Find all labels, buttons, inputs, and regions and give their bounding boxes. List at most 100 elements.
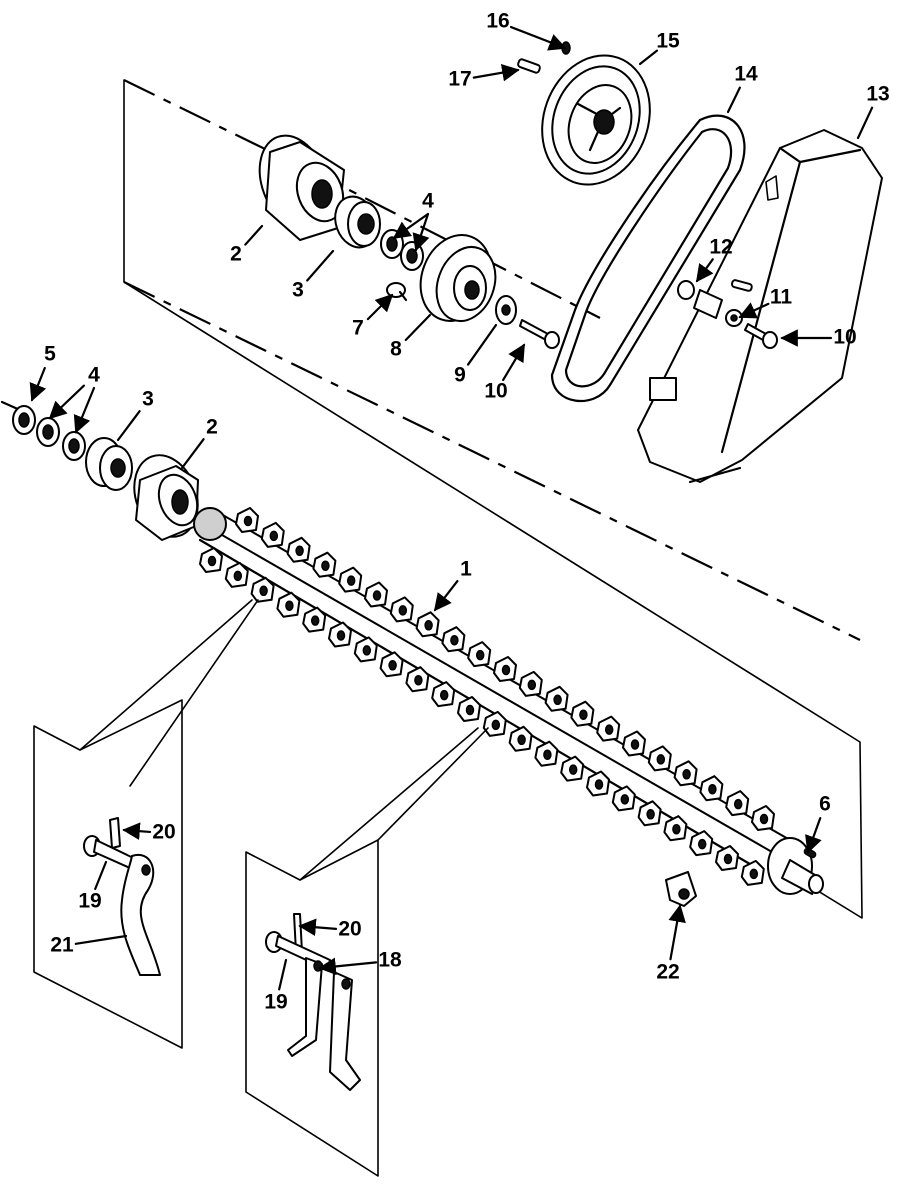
shaft-lug-hole: [336, 630, 346, 641]
leader-line-c6: [805, 817, 822, 854]
leader-line-c10b: [502, 343, 526, 382]
callout-c14: 14: [734, 63, 758, 86]
callout-c8: 8: [390, 338, 402, 361]
callout-c7: 7: [352, 317, 364, 340]
upper-bolt: [519, 319, 560, 349]
detail-inset-left: [33, 599, 259, 1049]
shaft-lug-hole: [723, 853, 733, 865]
left-shaft-end-parts: [0, 400, 199, 541]
callout-c12: 12: [709, 236, 732, 259]
callout-c19b: 19: [264, 991, 287, 1014]
callout-c17: 17: [448, 68, 471, 91]
shaft-lug-hole: [697, 838, 707, 850]
callout-c18: 18: [378, 949, 402, 972]
shaft-lug-hole: [656, 754, 666, 765]
pulley-screw: [386, 282, 408, 302]
callout-c11: 11: [770, 286, 793, 309]
shaft-lug-hole: [346, 575, 356, 586]
shaft-lug-hole: [414, 674, 423, 686]
shaft-lug-hole: [450, 634, 459, 646]
v-belt: [550, 114, 746, 403]
callout-c4a: 4: [422, 190, 434, 213]
shaft-collar: [665, 871, 697, 907]
shaft-lug-hole: [439, 689, 449, 701]
shaft-lug-hole: [672, 823, 681, 835]
shaft-lug-hole: [543, 749, 552, 760]
leader-line-c22: [668, 904, 686, 961]
shaft-lug-hole: [682, 769, 691, 780]
callout-c10b: 10: [484, 380, 507, 403]
shaft-lug-hole: [285, 600, 294, 611]
leader-line-c9: [466, 323, 498, 366]
upper-ball-bearing: [334, 195, 381, 249]
callout-c13: 13: [866, 83, 889, 106]
shaft-lug-hole: [372, 590, 382, 601]
detail-inset-right: [245, 727, 489, 1177]
shaft-lug-hole: [475, 649, 485, 661]
shaft-lug-hole: [491, 719, 501, 731]
shaft-lug-hole: [269, 530, 279, 542]
leader-line-c19b: [278, 958, 288, 991]
shaft-lug-hole: [759, 813, 769, 825]
shaft-lug-hole: [243, 515, 253, 527]
leader-line-c11: [738, 302, 770, 319]
drive-pulley: [541, 54, 651, 186]
leader-line-extra: [392, 212, 430, 240]
leader-line-extra: [412, 212, 430, 252]
callout-c2b: 2: [206, 416, 218, 439]
leader-line-c15: [638, 49, 659, 66]
shaft-lug-hole: [733, 798, 743, 810]
shaft-lug-hole: [517, 734, 526, 746]
shaft-lug-hole: [568, 764, 578, 775]
leader-line-c17: [472, 64, 520, 82]
callout-c20b: 20: [338, 918, 361, 941]
shaft-lug-hole: [207, 555, 217, 567]
leader-line-c4b: [48, 384, 85, 420]
shaft-lug-hole: [321, 560, 330, 571]
idler-parts: [677, 279, 778, 349]
callout-c19a: 19: [78, 890, 101, 913]
callout-c22: 22: [656, 961, 679, 984]
shaft-lug-hole: [424, 620, 433, 631]
shaft-lug-hole: [465, 704, 475, 716]
callout-c16: 16: [486, 10, 509, 33]
shaft-lug-hole: [604, 724, 614, 735]
callout-c9: 9: [454, 364, 466, 387]
shaft-lug-hole: [594, 779, 604, 790]
leader-line-c18: [318, 957, 378, 976]
shaft-lug-hole: [233, 570, 243, 582]
callout-c15: 15: [656, 30, 680, 53]
callout-c2a: 2: [230, 243, 242, 266]
leader-line-c7: [366, 293, 394, 321]
leader-line-c1: [433, 579, 459, 612]
leader-line-c20b: [298, 918, 338, 937]
driven-pulley: [419, 234, 497, 322]
shaft-lug-hole: [579, 709, 588, 720]
leader-line-c19a: [94, 860, 108, 891]
shaft-lug-hole: [620, 794, 630, 805]
shaft-lug-hole: [295, 545, 304, 557]
leader-line-c13: [856, 106, 874, 140]
callout-c3a: 3: [292, 279, 304, 302]
callout-c5: 5: [44, 343, 56, 366]
leader-line-c5: [29, 366, 47, 402]
shaft-lug-hole: [749, 868, 759, 880]
callout-c4b: 4: [88, 364, 100, 387]
leader-line-c3a: [306, 249, 335, 282]
leader-line-c21: [74, 934, 128, 945]
callout-c1: 1: [460, 558, 472, 581]
shaft-lug-hole: [388, 660, 397, 671]
pulley-key: [517, 58, 541, 74]
callout-c21: 21: [50, 934, 74, 957]
shaft-lug-hole: [398, 605, 408, 616]
leader-line-c14: [726, 86, 741, 114]
shaft-lug-hole: [501, 664, 511, 676]
leader-line-c2b: [180, 438, 205, 470]
leader-line-c2a: [244, 224, 264, 246]
leader-line-c3b: [116, 410, 141, 442]
upper-bearing-housing: [258, 134, 345, 241]
shaft-lug-hole: [259, 585, 268, 597]
shaft-lug-hole: [630, 739, 640, 750]
upper-washer: [495, 295, 517, 325]
